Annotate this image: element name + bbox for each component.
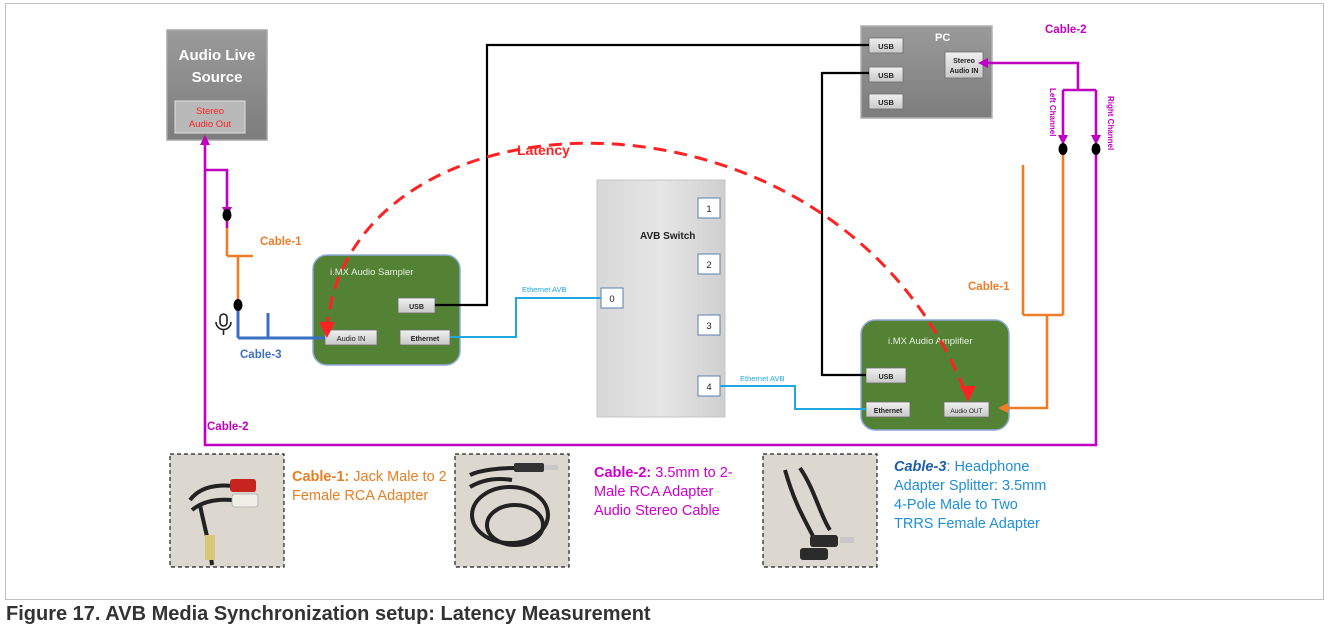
cable-junctions bbox=[222, 143, 1101, 311]
latency-arrow-left bbox=[319, 322, 335, 338]
audio-live-source: Audio Live Source Stereo Audio Out bbox=[166, 29, 268, 141]
audio-source-title-2: Source bbox=[192, 69, 243, 86]
cable-2-to-source-branch bbox=[205, 168, 232, 217]
pc-stereo-in-1: Stereo bbox=[953, 58, 975, 65]
cable-1-desc-sep: : bbox=[344, 469, 354, 485]
ethernet-cables bbox=[450, 297, 866, 410]
imx-audio-sampler: i.MX Audio Sampler USB Audio IN Ethernet bbox=[312, 254, 461, 366]
pc-usb-1: USB bbox=[878, 42, 894, 51]
right-channel-label: Right Channel bbox=[1106, 96, 1115, 150]
cable-2-pc-stereo-in bbox=[978, 58, 1080, 90]
pc-title: PC bbox=[935, 32, 950, 44]
switch-port-2: 2 bbox=[706, 260, 711, 271]
cable-1-paths bbox=[225, 150, 1065, 413]
pc-stereo-in-2: Audio IN bbox=[950, 68, 979, 75]
cable-3-paths bbox=[236, 305, 325, 340]
pc-box: PC USB USB USB Stereo Audio IN bbox=[860, 25, 993, 119]
cable-3-photo bbox=[762, 453, 878, 568]
imx-audio-amplifier: i.MX Audio Amplifier USB Ethernet Audio … bbox=[860, 319, 1010, 431]
cable-2-description: Cable-2: 3.5mm to 2-Male RCA Adapter Aud… bbox=[594, 464, 744, 521]
cable-2-label-bottom: Cable-2 bbox=[207, 421, 249, 433]
amplifier-usb: USB bbox=[879, 374, 894, 381]
avb-switch-title: AVB Switch bbox=[640, 231, 695, 242]
setup-diagram: Audio Live Source Stereo Audio Out PC US… bbox=[166, 24, 1115, 568]
cable-1-description: Cable-1: Jack Male to 2 Female RCA Adapt… bbox=[292, 468, 452, 506]
cable-1-photo bbox=[169, 453, 285, 568]
cable-3-description: Cable-3: Headphone Adapter Splitter: 3.5… bbox=[894, 458, 1059, 534]
cable-2-desc-text: 3.5mm to 2-Male RCA Adapter Audio Stereo… bbox=[594, 465, 733, 519]
cable-2-label-top: Cable-2 bbox=[1045, 24, 1087, 36]
figure-caption: Figure 17. AVB Media Synchronization set… bbox=[6, 603, 651, 625]
latency-label: Latency bbox=[517, 142, 570, 158]
cable-3-label: Cable-3 bbox=[240, 349, 282, 361]
cable-3-desc-name: Cable-3 bbox=[894, 459, 947, 475]
amplifier-ethernet: Ethernet bbox=[874, 408, 903, 415]
sampler-title: i.MX Audio Sampler bbox=[330, 267, 413, 278]
stereo-audio-out-2: Audio Out bbox=[189, 119, 232, 130]
avb-switch: AVB Switch 1 2 0 3 4 bbox=[596, 179, 726, 418]
cable-1-desc-name: Cable-1 bbox=[292, 469, 345, 485]
diagram-frame bbox=[5, 3, 1324, 600]
cable-1-label-left: Cable-1 bbox=[260, 236, 302, 248]
ethernet-avb-label-1: Ethernet AVB bbox=[522, 285, 566, 294]
switch-port-1: 1 bbox=[706, 204, 711, 215]
switch-port-4: 4 bbox=[706, 382, 711, 393]
sampler-audio-in: Audio IN bbox=[337, 334, 366, 343]
usb-cable-amplifier-pc bbox=[820, 71, 869, 377]
switch-port-0: 0 bbox=[609, 294, 614, 305]
cable-2-desc-name: Cable-2 bbox=[594, 465, 647, 481]
cable-2-paths bbox=[200, 58, 1101, 447]
cable-1-to-amplifier bbox=[998, 315, 1049, 413]
pc-usb-3: USB bbox=[878, 98, 894, 107]
usb-cables bbox=[435, 43, 869, 377]
amplifier-audio-out: Audio OUT bbox=[950, 408, 982, 415]
audio-source-title-1: Audio Live bbox=[179, 47, 256, 64]
cable-1-desc-text: Jack Male to 2 Female RCA Adapter bbox=[292, 469, 447, 504]
cable-2-photo bbox=[454, 453, 570, 568]
microphone-icon bbox=[215, 313, 232, 335]
cable-2-main-loop bbox=[200, 135, 1098, 447]
stereo-audio-out-1: Stereo bbox=[196, 106, 224, 117]
switch-port-3: 3 bbox=[706, 321, 711, 332]
usb-cable-sampler-pc bbox=[435, 43, 869, 307]
pc-usb-2: USB bbox=[878, 71, 894, 80]
amplifier-title: i.MX Audio Amplifier bbox=[888, 336, 972, 347]
ethernet-cable-sampler-switch bbox=[450, 297, 601, 338]
cable-2-desc-sep: : bbox=[646, 465, 656, 481]
left-channel-label: Left Channel bbox=[1048, 88, 1057, 136]
cable-3-desc-sep: : bbox=[946, 459, 955, 475]
cable-3-desc-text: Headphone Adapter Splitter: 3.5mm 4-Pole… bbox=[894, 459, 1047, 532]
sampler-usb: USB bbox=[409, 304, 424, 311]
ethernet-avb-label-2: Ethernet AVB bbox=[740, 374, 784, 383]
sampler-ethernet: Ethernet bbox=[411, 336, 440, 343]
ethernet-cable-switch-amplifier bbox=[720, 385, 866, 410]
latency-arrow-right bbox=[960, 386, 976, 402]
cable-1-label-right: Cable-1 bbox=[968, 281, 1010, 293]
